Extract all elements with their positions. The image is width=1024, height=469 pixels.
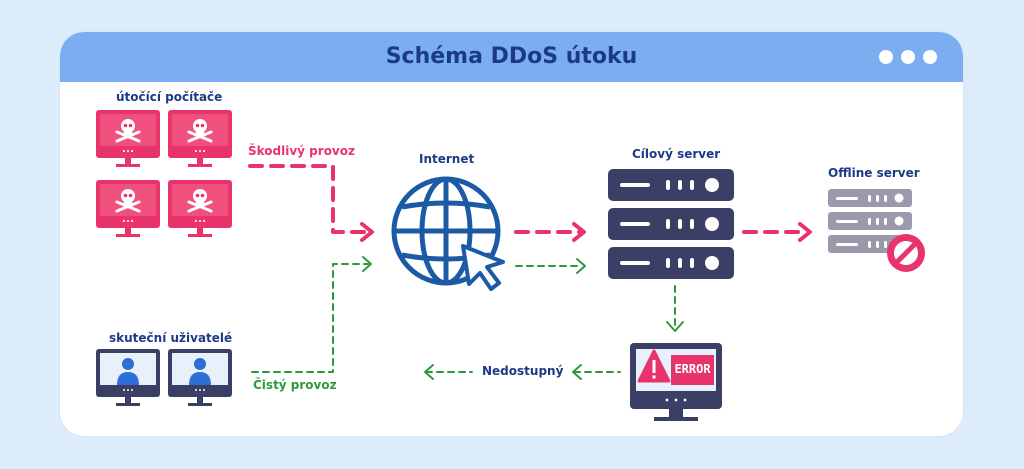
- unavailable-label: Nedostupný: [482, 364, 564, 378]
- clean-traffic-path: [251, 256, 372, 373]
- user-computer-icon: [168, 349, 232, 406]
- cursor-icon: [461, 244, 505, 291]
- attacker-computer-icon: [166, 178, 234, 239]
- dot-icon: [879, 50, 893, 64]
- dot-icon: [901, 50, 915, 64]
- arrow-head-icon: [424, 364, 434, 380]
- arrow-head-icon: [572, 364, 582, 380]
- real-users-label: skuteční uživatelé: [109, 331, 233, 345]
- attacker-computer-icon: [94, 178, 162, 239]
- real-users: [96, 349, 232, 406]
- title-bar: Schéma DDoS útoku: [60, 32, 963, 82]
- window-dots: [879, 50, 937, 64]
- user-computer-icon: [96, 349, 160, 406]
- attacker-computer-icon: [94, 108, 162, 169]
- internet-to-server-clean: [515, 258, 586, 274]
- offline-server-icon: [828, 189, 925, 272]
- arrow-head-icon: [362, 256, 372, 272]
- malicious-traffic-path: [248, 164, 374, 242]
- target-server-icon: [608, 169, 734, 279]
- arrow-head-icon: [798, 222, 812, 242]
- target-server-label: Cílový server: [632, 147, 721, 161]
- malicious-traffic-label: Škodlivý provoz: [248, 144, 355, 158]
- attackers-label: útočící počítače: [116, 90, 223, 104]
- attacker-computers: [94, 108, 234, 239]
- internet-to-server-malicious: [514, 222, 586, 242]
- unavailable-path: [424, 364, 621, 380]
- error-text: ERROR: [674, 362, 711, 376]
- server-to-offline-path: [742, 222, 812, 242]
- arrow-head-icon: [572, 222, 586, 242]
- arrow-head-icon: [360, 222, 374, 242]
- offline-server-label: Offline server: [828, 166, 920, 180]
- dot-icon: [923, 50, 937, 64]
- diagram-title: Schéma DDoS útoku: [385, 44, 638, 69]
- attacker-computer-icon: [166, 108, 234, 169]
- arrow-head-icon: [666, 321, 684, 332]
- internet-label: Internet: [419, 152, 475, 166]
- internet-globe-icon: [391, 176, 505, 291]
- blocked-icon: [894, 241, 918, 265]
- server-to-error-path: [666, 285, 684, 332]
- clean-traffic-label: Čistý provoz: [253, 378, 337, 392]
- arrow-head-icon: [576, 258, 586, 274]
- error-monitor-icon: [630, 343, 722, 421]
